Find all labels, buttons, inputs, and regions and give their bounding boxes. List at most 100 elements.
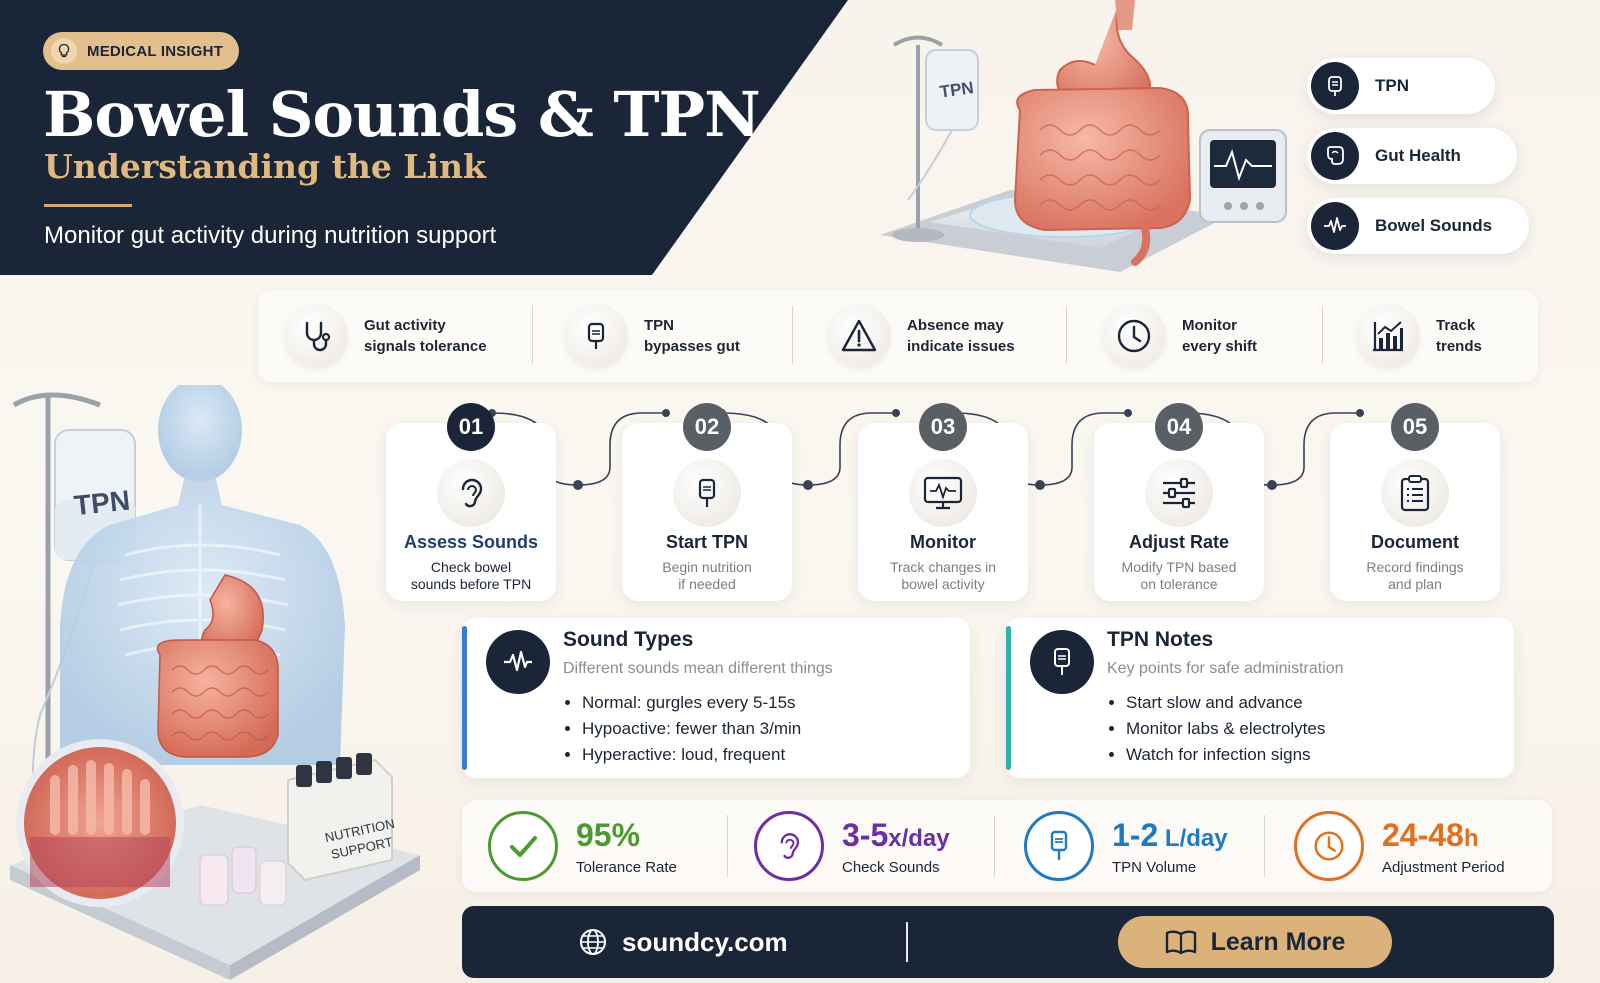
card-subtitle: Different sounds mean different things (563, 660, 833, 677)
sound-types-card: Sound Types Different sounds mean differ… (462, 618, 970, 778)
warning-icon (827, 304, 891, 368)
step-number: 01 (447, 403, 495, 451)
stomach-icon (1311, 132, 1359, 180)
step-title: Start TPN (665, 532, 748, 552)
list-item: Monitor labs & electrolytes (1126, 716, 1325, 742)
page-tagline: Monitor gut activity during nutrition su… (44, 222, 497, 249)
card-accent-bar (1006, 626, 1011, 770)
website-link[interactable]: soundcy.com (578, 921, 788, 963)
tpn-notes-card: TPN Notes Key points for safe administra… (1006, 618, 1514, 778)
step-number: 03 (919, 403, 967, 451)
website-label: soundcy.com (622, 926, 788, 957)
feature-line: every shift (1182, 338, 1258, 355)
list-item: Normal: gurgles every 5-15s (582, 690, 801, 716)
illustration-bag-label: TPN (73, 485, 132, 522)
feature-line: Monitor (1182, 317, 1237, 334)
feature-line: signals tolerance (364, 338, 487, 355)
feature-line: Gut activity (364, 317, 446, 334)
stat-value: 1-2 (1112, 816, 1159, 853)
feature-item: Monitor every shift (1102, 304, 1312, 368)
stat-value: 3-5 (842, 816, 889, 853)
ear-icon (754, 811, 824, 881)
learn-more-label: Learn More (1210, 927, 1346, 956)
feature-item: Track trends (1356, 304, 1566, 368)
footer-divider (906, 922, 908, 962)
step-number: 05 (1391, 403, 1439, 451)
feature-line: bypasses gut (644, 338, 740, 355)
badge-label: MEDICAL INSIGHT (87, 42, 224, 60)
step-desc: Record findings (1366, 559, 1464, 575)
stat-unit: L/day (1158, 824, 1228, 852)
stat-label: Tolerance Rate (576, 858, 677, 876)
step-desc: Check bowel (430, 559, 512, 575)
iv-bag-icon (1024, 811, 1094, 881)
pill-gut-health[interactable]: Gut Health (1307, 128, 1517, 184)
feature-divider (532, 306, 533, 364)
waveform-icon (486, 630, 550, 694)
feature-line: indicate issues (907, 338, 1015, 355)
body-illustration: TPN NUTRITION SUPPORT (10, 385, 420, 980)
hero-bag-label: TPN (939, 78, 975, 102)
stat-divider (727, 815, 728, 877)
iv-bag-icon (673, 459, 741, 527)
feature-strip (258, 290, 1538, 382)
digestive-system-illustration: TPN (880, 0, 1287, 272)
iv-bag-icon (564, 304, 628, 368)
list-item: Watch for infection signs (1126, 742, 1325, 768)
waveform-icon (1311, 202, 1359, 250)
stats-strip (462, 800, 1552, 892)
lightbulb-icon (51, 38, 77, 64)
stat-unit: h (1463, 824, 1479, 852)
step-desc: on tolerance (1140, 576, 1218, 592)
feature-line: trends (1436, 338, 1482, 355)
medical-insight-badge: MEDICAL INSIGHT (43, 32, 240, 70)
feature-divider (1066, 306, 1067, 364)
title-divider (44, 204, 132, 207)
clipboard-icon (1381, 459, 1449, 527)
step-desc: Begin nutrition (662, 559, 752, 575)
step-desc: Modify TPN based (1121, 559, 1237, 575)
step-title: Document (1370, 532, 1459, 552)
stat-check-sounds: 3-5x/day Check Sounds (754, 810, 950, 882)
list-item: Hypoactive: fewer than 3/min (582, 716, 801, 742)
stat-label: Adjustment Period (1382, 858, 1505, 876)
step-desc: sounds before TPN (410, 576, 532, 592)
feature-line: Track (1436, 317, 1476, 334)
ear-icon (437, 459, 505, 527)
list-item: Start slow and advance (1126, 690, 1325, 716)
globe-icon (580, 929, 606, 955)
step-number: 04 (1155, 403, 1203, 451)
step-title: Assess Sounds (403, 532, 539, 552)
learn-more-button[interactable]: Learn More (1118, 916, 1392, 968)
feature-item: Gut activity signals tolerance (284, 304, 494, 368)
feature-item: TPN bypasses gut (564, 304, 774, 368)
stat-label: TPN Volume (1112, 858, 1197, 876)
stat-unit: x/day (888, 824, 950, 852)
pill-tpn[interactable]: TPN (1307, 58, 1495, 114)
step-title: Adjust Rate (1128, 532, 1229, 552)
stat-value: 95% (576, 816, 641, 853)
pill-bowel-sounds[interactable]: Bowel Sounds (1307, 198, 1529, 254)
card-subtitle: Key points for safe administration (1107, 660, 1344, 677)
step-title: Monitor (910, 532, 976, 552)
step-desc: bowel activity (901, 576, 985, 592)
stat-divider (1264, 815, 1265, 877)
step-desc: Track changes in (889, 559, 997, 575)
stat-divider (994, 815, 995, 877)
card-title: TPN Notes (1107, 628, 1214, 651)
card-list: Normal: gurgles every 5-15s Hypoactive: … (582, 690, 801, 768)
sliders-icon (1145, 459, 1213, 527)
card-accent-bar (462, 626, 467, 770)
iv-bag-icon (1311, 62, 1359, 110)
page-title: Bowel Sounds & TPN (43, 78, 761, 151)
iv-bag-icon (1030, 630, 1094, 694)
step-desc: and plan (1388, 576, 1442, 592)
feature-line: TPN (644, 317, 674, 334)
stat-value: 24-48 (1382, 816, 1464, 853)
